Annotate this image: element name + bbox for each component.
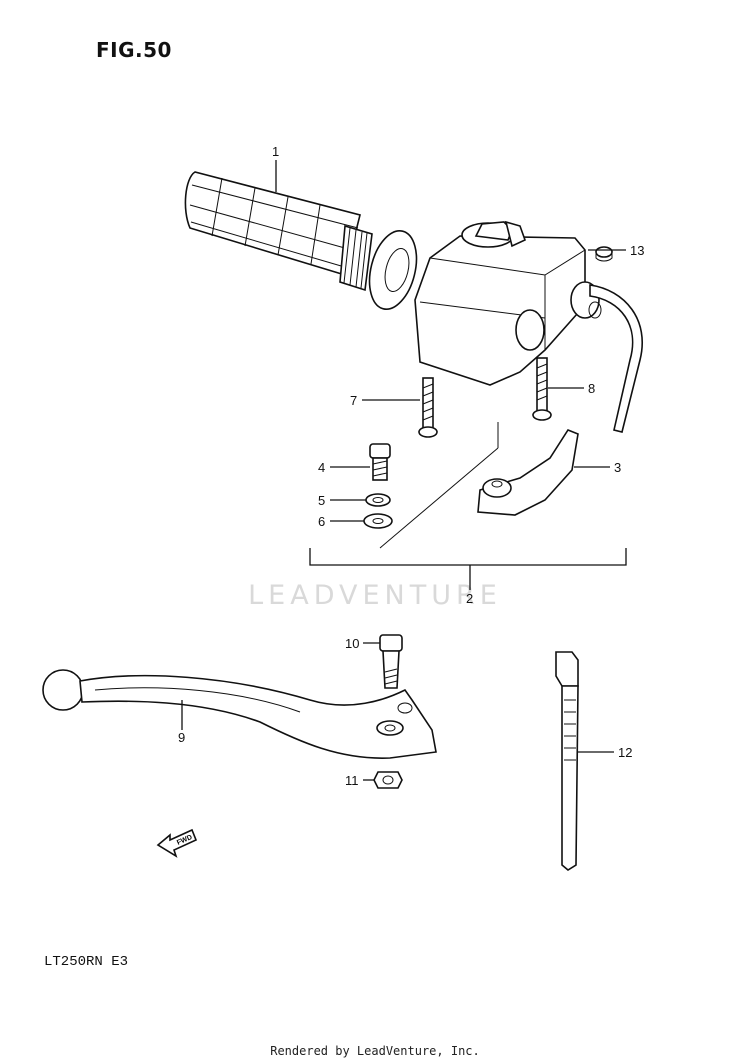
figure-title: FIG.50 bbox=[96, 38, 172, 62]
brake-lever-part-9[interactable] bbox=[42, 669, 437, 759]
callout-2: 2 bbox=[466, 591, 473, 606]
watermark: LEADVENTURE bbox=[248, 580, 502, 611]
throttle-housing[interactable] bbox=[414, 220, 643, 433]
grip-part-1[interactable] bbox=[184, 171, 424, 314]
callout-5: 5 bbox=[318, 493, 325, 508]
bracket-part-3[interactable] bbox=[477, 429, 579, 516]
callout-8: 8 bbox=[588, 381, 595, 396]
callout-9: 9 bbox=[178, 730, 185, 745]
assembly-bracket bbox=[309, 548, 627, 566]
callout-4: 4 bbox=[318, 460, 325, 475]
leader-lines bbox=[181, 160, 626, 781]
callout-3: 3 bbox=[614, 460, 621, 475]
washer-part-5[interactable] bbox=[365, 493, 391, 507]
screw-part-8[interactable] bbox=[532, 357, 552, 421]
assembly-dashed-link bbox=[379, 447, 499, 549]
pivot-bolt-part-10[interactable] bbox=[379, 634, 403, 689]
fwd-arrow-icon: FWD bbox=[156, 828, 198, 858]
screw-part-7[interactable] bbox=[418, 377, 438, 438]
cap-part-13[interactable] bbox=[595, 246, 613, 262]
callout-12: 12 bbox=[618, 745, 632, 760]
callout-1: 1 bbox=[272, 144, 279, 159]
bolt-part-4[interactable] bbox=[369, 443, 391, 481]
washer-part-6[interactable] bbox=[363, 513, 393, 529]
footer-credit: Rendered by LeadVenture, Inc. bbox=[270, 1044, 480, 1058]
callout-7: 7 bbox=[350, 393, 357, 408]
cable-tie-part-12[interactable] bbox=[555, 651, 579, 871]
model-code: LT250RN E3 bbox=[44, 954, 129, 970]
callout-11: 11 bbox=[345, 773, 359, 788]
nut-part-11[interactable] bbox=[373, 771, 403, 789]
callout-6: 6 bbox=[318, 514, 325, 529]
callout-10: 10 bbox=[345, 636, 359, 651]
callout-13: 13 bbox=[630, 243, 644, 258]
